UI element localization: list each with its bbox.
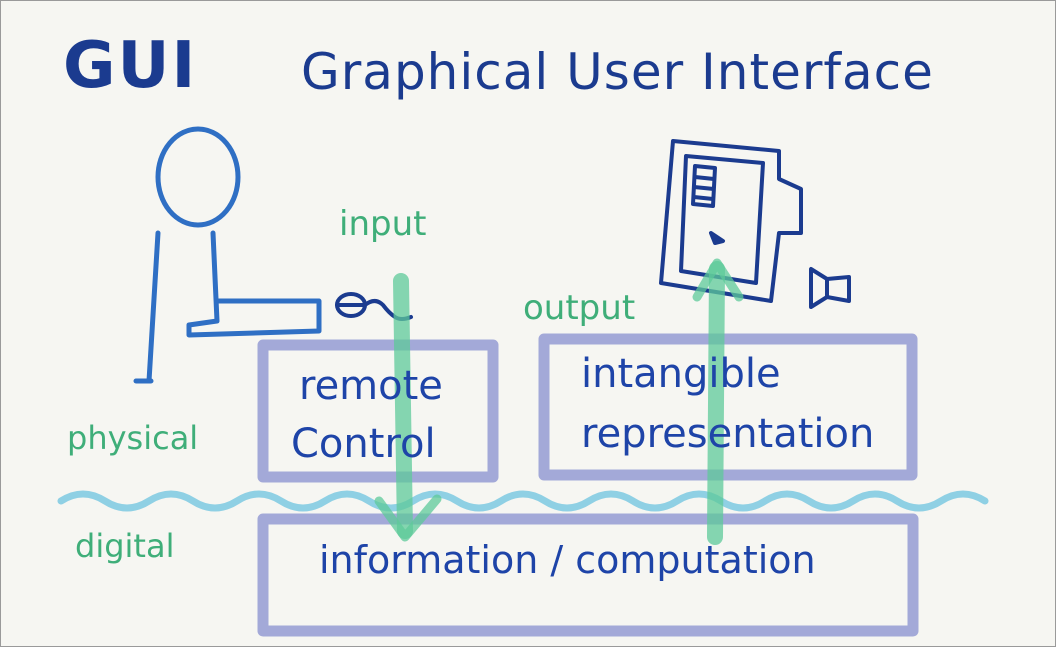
intangible-representation-text-line1: intangible bbox=[581, 351, 781, 397]
information-computation-box bbox=[257, 513, 919, 637]
user-figure-icon bbox=[133, 126, 322, 384]
remote-control-text-line2: Control bbox=[291, 421, 436, 467]
speaker-icon bbox=[809, 267, 851, 309]
intangible-representation-text-line2: representation bbox=[581, 411, 875, 457]
digital-layer-label: digital bbox=[75, 527, 175, 565]
intangible-representation-box bbox=[538, 333, 918, 481]
physical-digital-boundary-wave bbox=[57, 490, 989, 512]
title-full-name: Graphical User Interface bbox=[301, 43, 934, 101]
remote-control-text-line1: remote bbox=[299, 363, 443, 409]
output-label: output bbox=[523, 288, 636, 328]
title-abbreviation: GUI bbox=[63, 29, 198, 103]
input-label: input bbox=[339, 204, 427, 244]
physical-layer-label: physical bbox=[67, 419, 199, 457]
output-arrow bbox=[692, 258, 744, 545]
remote-control-box bbox=[257, 339, 499, 483]
input-arrow bbox=[374, 273, 442, 542]
information-computation-text: information / computation bbox=[319, 538, 816, 582]
